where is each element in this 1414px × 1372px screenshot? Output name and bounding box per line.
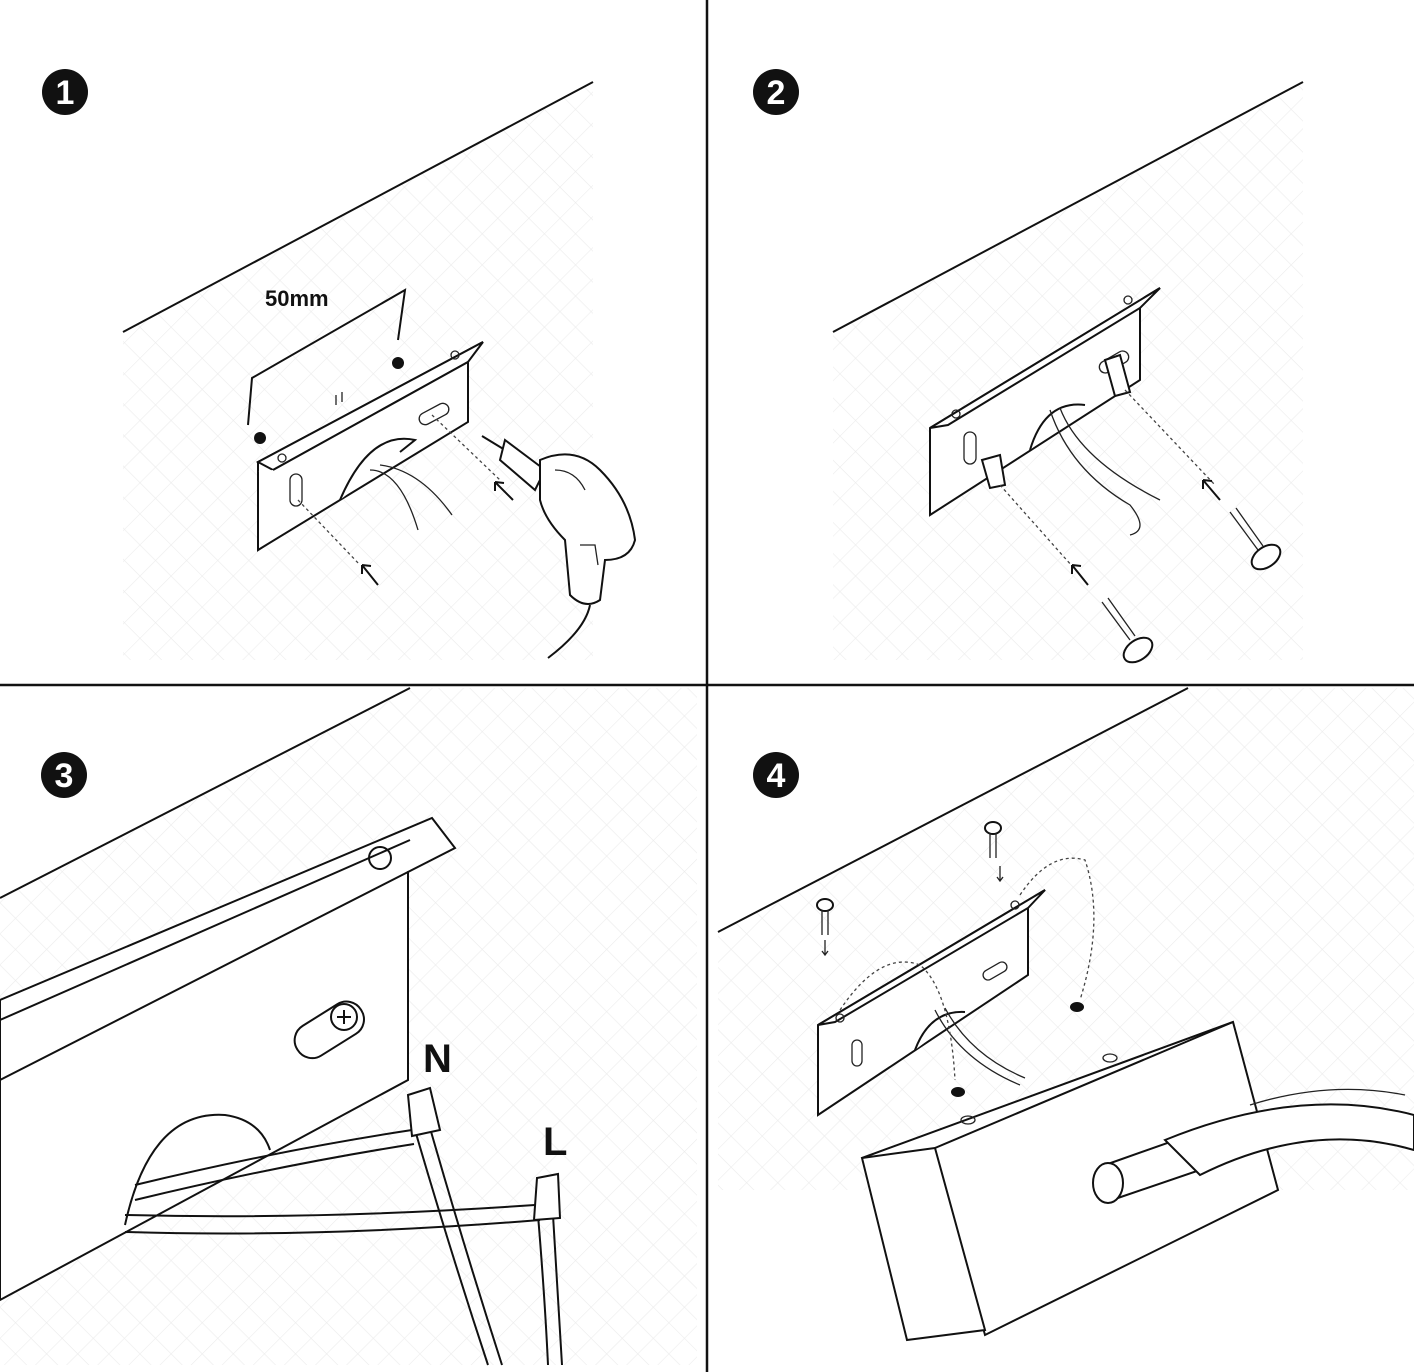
step-number: 4: [767, 757, 786, 795]
screw-icon: [1101, 597, 1154, 664]
wall-ceiling-edge: [832, 81, 1304, 333]
wall-ceiling-edge: [717, 687, 1189, 933]
wire-connector: [532, 1172, 562, 1222]
step-4-panel: 4: [717, 687, 1414, 1342]
screw-icon: [984, 821, 1004, 883]
step-number-badge: [41, 752, 87, 798]
guide-line: [431, 414, 501, 481]
step-number-badge: [753, 69, 799, 115]
drill-mark-left: [254, 432, 266, 444]
distance-label: 50mm: [265, 286, 329, 311]
alignment-guide: [839, 961, 956, 1081]
hole-mark: [1070, 1002, 1084, 1012]
wall-ceiling-edge: [0, 687, 411, 899]
drill-mark-right: [392, 357, 404, 369]
neutral-wire-label: N: [423, 1037, 452, 1081]
live-wire-label: L: [543, 1120, 567, 1164]
arrow-icon: [1071, 564, 1089, 586]
hole-mark: [951, 1087, 965, 1097]
guide-line: [297, 499, 361, 566]
step-number: 1: [56, 74, 75, 112]
step-number-badge: [42, 69, 88, 115]
screw-icon: [816, 898, 834, 957]
mounting-bracket: [255, 341, 484, 552]
arrow-icon: [494, 481, 514, 501]
step-1-panel: 1 50mm: [42, 69, 637, 660]
screw-icon: [1229, 507, 1282, 571]
wall-plug: [1103, 353, 1132, 398]
drill-icon: [481, 435, 637, 659]
arrow-icon: [1202, 479, 1221, 501]
alignment-guide: [1019, 857, 1095, 1001]
step-number: 2: [767, 74, 786, 112]
lamp-base: [860, 1020, 1414, 1342]
wires: [124, 1086, 563, 1366]
mounting-bracket: [817, 889, 1046, 1117]
wall-ceiling-edge: [122, 81, 594, 333]
mounting-bracket-closeup: [0, 816, 457, 1302]
wall-plug: [980, 453, 1007, 490]
guide-line: [1124, 389, 1216, 486]
guide-line: [999, 484, 1081, 576]
step-2-panel: 2: [753, 69, 1304, 664]
step-number: 3: [55, 757, 74, 795]
step-3-panel: 3 N L: [0, 687, 697, 1366]
wire-connector: [406, 1086, 442, 1138]
dimension-bracket: [247, 288, 407, 426]
step-number-badge: [753, 752, 799, 798]
arrow-icon: [361, 564, 379, 586]
